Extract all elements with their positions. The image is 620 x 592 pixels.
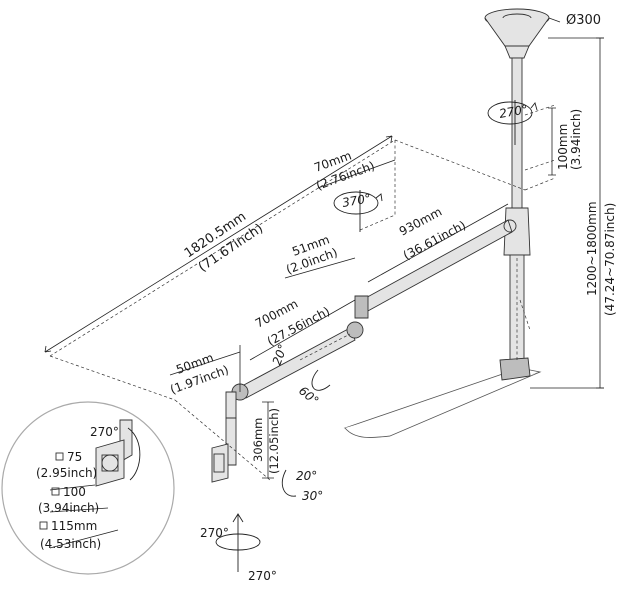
drop-306-mm: 306mm xyxy=(251,418,265,462)
mid-rotation-angle: 370° xyxy=(341,191,372,210)
vesa-100-inch: (3.94inch) xyxy=(38,501,99,515)
vesa-100-mm: 100 xyxy=(63,485,86,499)
height-range-inch: (47.24~70.87inch) xyxy=(603,203,617,316)
base-diameter-label: Ø300 xyxy=(566,13,601,28)
elbow-up-angle: 20° xyxy=(270,342,290,367)
vesa-75-mm: 75 xyxy=(67,450,82,464)
detail-inset-circle xyxy=(1,401,175,575)
height-range-mm: 1200~1800mm xyxy=(585,201,599,296)
top-extension-inch: (3.94inch) xyxy=(569,109,583,170)
detail-inset xyxy=(1,401,175,575)
monitor-joint xyxy=(211,383,249,483)
desk-outline xyxy=(343,367,542,438)
vesa-115-inch: (4.53inch) xyxy=(40,537,101,551)
top-rotation-angle: 270° xyxy=(498,102,529,121)
vertical-pole xyxy=(499,57,531,381)
top-extension-mm: 100mm xyxy=(556,124,570,170)
upper-arm xyxy=(354,219,517,319)
ceiling-mount xyxy=(484,8,550,59)
tilt-down-angle: 30° xyxy=(302,489,323,503)
vesa-sizes: 75 (2.95inch) 100 (3.94inch) 115mm (4.53… xyxy=(36,450,101,551)
bottom-rotation-angle: 270° xyxy=(200,526,229,540)
dimension-lines xyxy=(44,17,604,479)
elbow-down-angle: 60° xyxy=(296,384,321,408)
vesa-115-mm: 115mm xyxy=(51,519,97,533)
drop-306-inch: (12.05inch) xyxy=(267,408,281,474)
tilt-up-angle: 20° xyxy=(296,469,317,483)
bottom-swivel-angle: 270° xyxy=(248,569,277,583)
reference-dashes xyxy=(49,104,556,481)
vesa-75-inch: (2.95inch) xyxy=(36,466,97,480)
rotation-arrows xyxy=(215,100,538,572)
detail-rotation-angle: 270° xyxy=(90,425,119,439)
